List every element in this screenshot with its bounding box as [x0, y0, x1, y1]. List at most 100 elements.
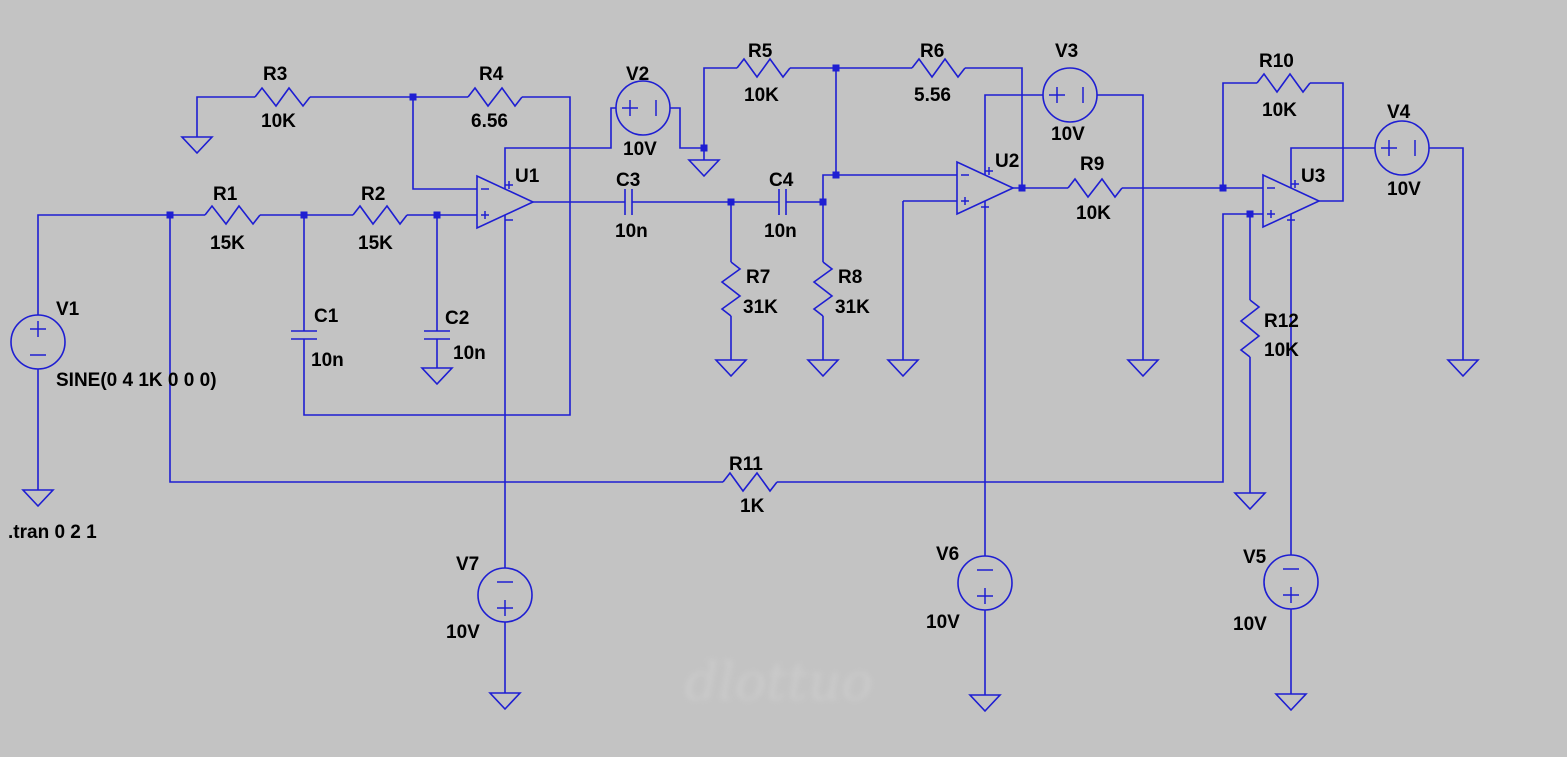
label-R9-value[interactable]: 10K: [1076, 203, 1111, 224]
wire[interactable]: [412, 97, 477, 190]
label-V6-value[interactable]: 10V: [926, 612, 960, 633]
source-V3[interactable]: [1042, 67, 1098, 123]
source-V4[interactable]: [1374, 120, 1430, 176]
label-V4-ref[interactable]: V4: [1387, 102, 1411, 123]
capacitor-C3[interactable]: [624, 189, 633, 215]
ground-icon[interactable]: [180, 136, 214, 155]
wire[interactable]: [196, 96, 255, 137]
label-C2-ref[interactable]: C2: [445, 308, 469, 329]
wire[interactable]: [1222, 82, 1257, 188]
label-C1-ref[interactable]: C1: [314, 306, 339, 327]
label-U1-ref[interactable]: U1: [515, 166, 540, 187]
ground-icon[interactable]: [687, 159, 721, 178]
label-C1-value[interactable]: 10n: [311, 350, 344, 371]
label-R7-ref[interactable]: R7: [746, 267, 770, 288]
label-R5-value[interactable]: 10K: [744, 85, 779, 106]
label-R8-ref[interactable]: R8: [838, 267, 862, 288]
ground-icon[interactable]: [886, 359, 920, 378]
ground-icon[interactable]: [1126, 359, 1160, 378]
wire[interactable]: [965, 67, 1023, 188]
wire[interactable]: [1290, 147, 1375, 188]
label-V7-value[interactable]: 10V: [446, 622, 480, 643]
capacitor-C4[interactable]: [778, 189, 787, 215]
label-U3-ref[interactable]: U3: [1301, 166, 1325, 187]
label-C4-value[interactable]: 10n: [764, 221, 797, 242]
resistor-R12[interactable]: [1239, 299, 1261, 358]
resistor-R10[interactable]: [1256, 72, 1311, 94]
label-V5-value[interactable]: 10V: [1233, 614, 1267, 635]
resistor-R7[interactable]: [720, 261, 742, 317]
opamp-U1[interactable]: [476, 174, 535, 230]
capacitor-C1[interactable]: [291, 330, 317, 340]
ground-icon[interactable]: [714, 359, 748, 378]
label-R2-ref[interactable]: R2: [361, 184, 385, 205]
wire[interactable]: [1429, 147, 1464, 360]
wire[interactable]: [1310, 82, 1344, 202]
label-R3-value[interactable]: 10K: [261, 111, 296, 132]
resistor-R11[interactable]: [722, 471, 778, 493]
label-R7-value[interactable]: 31K: [743, 297, 778, 318]
ground-icon[interactable]: [1446, 359, 1480, 378]
wire[interactable]: [1097, 94, 1144, 360]
wire[interactable]: [169, 215, 723, 483]
label-V1-value[interactable]: SINE(0 4 1K 0 0 0): [56, 370, 217, 391]
label-R5-ref[interactable]: R5: [748, 41, 773, 62]
wire[interactable]: [504, 107, 616, 189]
label-R8-value[interactable]: 31K: [835, 297, 870, 318]
wire[interactable]: [777, 213, 1263, 483]
label-R3-ref[interactable]: R3: [263, 64, 287, 85]
label-V2-value[interactable]: 10V: [623, 139, 657, 160]
label-R12-value[interactable]: 10K: [1264, 340, 1299, 361]
grounds[interactable]: [21, 136, 1480, 713]
label-R2-value[interactable]: 15K: [358, 233, 393, 254]
label-R4-ref[interactable]: R4: [479, 64, 504, 85]
wire[interactable]: [37, 214, 205, 315]
wire[interactable]: [303, 96, 571, 416]
ground-icon[interactable]: [21, 489, 55, 508]
wire[interactable]: [984, 94, 1043, 175]
capacitor-C2[interactable]: [424, 330, 450, 340]
label-R1-value[interactable]: 15K: [210, 233, 245, 254]
ground-icon[interactable]: [488, 692, 522, 711]
ground-icon[interactable]: [1233, 492, 1267, 511]
label-V3-value[interactable]: 10V: [1051, 124, 1085, 145]
spice-directive[interactable]: .tran 0 2 1: [8, 522, 97, 543]
ground-icon[interactable]: [420, 367, 454, 386]
resistor-R2[interactable]: [352, 204, 408, 226]
ground-icon[interactable]: [968, 694, 1002, 713]
resistor-R8[interactable]: [812, 261, 834, 317]
resistor-R6[interactable]: [911, 57, 966, 79]
label-C2-value[interactable]: 10n: [453, 343, 486, 364]
wires[interactable]: [37, 67, 1464, 695]
opamp-U2[interactable]: [956, 160, 1015, 216]
source-V2[interactable]: [615, 80, 671, 136]
label-V3-ref[interactable]: V3: [1055, 41, 1078, 62]
label-V1-ref[interactable]: V1: [56, 299, 80, 320]
label-R1-ref[interactable]: R1: [213, 184, 238, 205]
label-R6-ref[interactable]: R6: [920, 41, 944, 62]
resistor-R4[interactable]: [467, 86, 523, 108]
label-C3-value[interactable]: 10n: [615, 221, 648, 242]
resistor-R3[interactable]: [254, 86, 311, 108]
label-V5-ref[interactable]: V5: [1243, 547, 1267, 568]
source-V5[interactable]: [1263, 554, 1319, 610]
label-R11-ref[interactable]: R11: [729, 454, 763, 475]
labels[interactable]: V1 SINE(0 4 1K 0 0 0) .tran 0 2 1 R1 15K…: [8, 41, 1421, 643]
label-R9-ref[interactable]: R9: [1080, 154, 1104, 175]
opamp-U3[interactable]: [1262, 173, 1321, 229]
label-R11-value[interactable]: 1K: [740, 496, 765, 517]
label-V6-ref[interactable]: V6: [936, 544, 959, 565]
wire[interactable]: [703, 67, 737, 148]
resistor-R5[interactable]: [736, 57, 791, 79]
source-V6[interactable]: [957, 555, 1013, 611]
label-V4-value[interactable]: 10V: [1387, 179, 1421, 200]
label-R10-value[interactable]: 10K: [1262, 100, 1297, 121]
label-V2-ref[interactable]: V2: [626, 64, 649, 85]
ground-icon[interactable]: [1274, 693, 1308, 712]
source-V7[interactable]: [477, 567, 533, 623]
label-R12-ref[interactable]: R12: [1264, 311, 1299, 332]
resistor-R1[interactable]: [204, 204, 261, 226]
label-R4-value[interactable]: 6.56: [471, 111, 508, 132]
label-C3-ref[interactable]: C3: [616, 170, 640, 191]
